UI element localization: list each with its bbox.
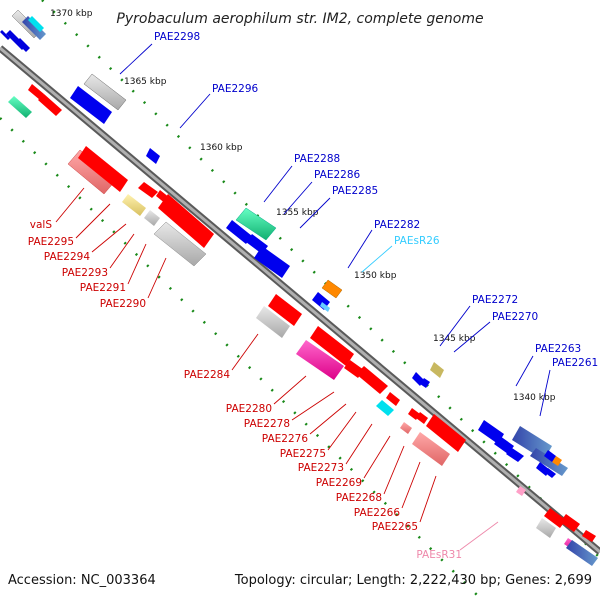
label-pae2285[interactable]: PAE2285 xyxy=(332,185,378,197)
label-pae2280[interactable]: PAE2280 xyxy=(226,403,272,415)
gene-gray-bottom[interactable] xyxy=(536,518,556,538)
gene-khaki-pae2272[interactable] xyxy=(430,362,444,378)
tick-label-1340: 1340 kbp xyxy=(513,393,556,403)
label-pae2295[interactable]: PAE2295 xyxy=(28,236,74,248)
gene-magenta-pae2280[interactable] xyxy=(296,340,344,380)
label-pae2272[interactable]: PAE2272 xyxy=(472,294,518,306)
label-leaders-bottom xyxy=(55,187,437,523)
gene-red-pae2276[interactable] xyxy=(356,366,388,394)
gene-red-pae2284[interactable] xyxy=(268,294,302,326)
label-pae2296[interactable]: PAE2296 xyxy=(212,83,259,95)
label-pae2293[interactable]: PAE2293 xyxy=(62,267,108,279)
label-leaders-bottom-pink xyxy=(459,521,499,551)
label-pae2266[interactable]: PAE2266 xyxy=(354,507,401,519)
gene-blue-pae2263a[interactable] xyxy=(478,420,504,444)
label-pae2294[interactable]: PAE2294 xyxy=(44,251,91,263)
gene-blue-pae2285b[interactable] xyxy=(254,246,290,278)
gene-red-pae2275[interactable] xyxy=(386,392,400,406)
tick-label-1365: 1365 kbp xyxy=(124,77,167,87)
gene-pink-pae2268[interactable] xyxy=(400,422,412,434)
tick-label-1345: 1345 kbp xyxy=(433,334,476,344)
label-pae2275[interactable]: PAE2275 xyxy=(280,448,326,460)
label-paesr26[interactable]: PAEsR26 xyxy=(394,235,440,247)
bottom-gene-labels: valS PAE2295 PAE2294 PAE2293 PAE2291 PAE… xyxy=(28,219,462,561)
label-pae2298[interactable]: PAE2298 xyxy=(154,31,200,43)
label-vals[interactable]: valS xyxy=(30,219,53,231)
gene-red-vals[interactable] xyxy=(78,146,128,192)
label-pae2291[interactable]: PAE2291 xyxy=(80,282,126,294)
gene-blue-pae2261c[interactable] xyxy=(544,468,556,478)
gene-pink-paesr31[interactable] xyxy=(516,486,526,496)
genome-summary-text: Topology: circular; Length: 2,222,430 bp… xyxy=(234,573,592,588)
gene-steel-bottom[interactable] xyxy=(566,540,598,566)
gene-red-pae2266[interactable] xyxy=(426,414,466,452)
gene-orange-pae2282[interactable] xyxy=(321,279,343,299)
reverse-genes xyxy=(8,84,598,566)
accession-text: Accession: NC_003364 xyxy=(8,573,156,588)
gene-blue-pae2263b[interactable] xyxy=(494,436,514,454)
label-paesr31[interactable]: PAEsR31 xyxy=(416,549,462,561)
gene-gray-pae2284[interactable] xyxy=(256,306,290,338)
map-title: Pyrobaculum aerophilum str. IM2, complet… xyxy=(116,11,483,27)
tick-dots-outer xyxy=(41,0,600,559)
gene-red-bottom-1[interactable] xyxy=(544,508,566,528)
gene-red-pae2294c[interactable] xyxy=(158,194,214,248)
label-leaders-top-cyan xyxy=(361,245,393,273)
gene-red-left-2[interactable] xyxy=(38,94,62,116)
gene-blue-1[interactable] xyxy=(0,30,10,40)
gene-red-bottom-2[interactable] xyxy=(560,514,580,532)
gene-blue-pae2296[interactable] xyxy=(146,148,160,164)
gene-gray-pae2290[interactable] xyxy=(153,221,207,267)
tick-label-1355: 1355 kbp xyxy=(276,208,319,218)
gene-blue-pae2263c[interactable] xyxy=(506,448,524,462)
gene-blue-pae2298[interactable] xyxy=(70,86,112,124)
label-pae2278[interactable]: PAE2278 xyxy=(244,418,290,430)
gene-steel-topleft[interactable] xyxy=(22,16,46,40)
gene-red-bottom-3[interactable] xyxy=(582,530,596,542)
gene-gray-pae2293[interactable] xyxy=(144,210,160,226)
tick-label-1350: 1350 kbp xyxy=(354,271,397,281)
gene-gray-pae2298[interactable] xyxy=(83,73,127,111)
gene-steel-pae2261[interactable] xyxy=(512,426,552,460)
gene-cyan-pae2275[interactable] xyxy=(376,400,394,416)
label-pae2273[interactable]: PAE2273 xyxy=(298,462,344,474)
gene-blue-pae2261a[interactable] xyxy=(544,450,556,462)
gene-lightblue-paesr26[interactable] xyxy=(320,302,330,312)
tick-label-1370: 1370 kbp xyxy=(50,9,93,19)
gene-pink-pae2265[interactable] xyxy=(412,432,450,466)
gene-green-pae2288[interactable] xyxy=(235,207,277,241)
gene-red-left-1[interactable] xyxy=(28,84,44,100)
label-pae2276[interactable]: PAE2276 xyxy=(262,433,309,445)
label-pae2268[interactable]: PAE2268 xyxy=(336,492,382,504)
gene-red-pae2280[interactable] xyxy=(310,326,354,366)
gene-orange-small[interactable] xyxy=(552,456,562,466)
gene-red-pae2269[interactable] xyxy=(416,412,428,424)
label-pae2261[interactable]: PAE2261 xyxy=(552,357,598,369)
label-pae2282[interactable]: PAE2282 xyxy=(374,219,420,231)
tick-label-1360: 1360 kbp xyxy=(200,143,243,153)
gene-red-pae2294a[interactable] xyxy=(138,182,158,198)
gene-blue-small-2[interactable] xyxy=(420,378,430,388)
gene-blue-3[interactable] xyxy=(16,38,30,52)
kbp-ticks: 1370 kbp 1365 kbp 1360 kbp 1355 kbp 1350… xyxy=(50,9,556,403)
label-pae2284[interactable]: PAE2284 xyxy=(184,369,231,381)
gene-steel-pae2261b[interactable] xyxy=(530,448,568,476)
label-pae2270[interactable]: PAE2270 xyxy=(492,311,538,323)
gene-green-left[interactable] xyxy=(8,96,32,118)
gene-blue-pae2286[interactable] xyxy=(226,220,252,244)
top-gene-labels: PAE2298 PAE2296 PAE2288 PAE2286 PAE2285 … xyxy=(154,31,598,369)
label-leaders-top xyxy=(119,43,551,417)
label-pae2269[interactable]: PAE2269 xyxy=(316,477,362,489)
label-pae2288[interactable]: PAE2288 xyxy=(294,153,340,165)
tick-dots-inner xyxy=(0,117,483,600)
label-pae2286[interactable]: PAE2286 xyxy=(314,169,361,181)
gene-cyan-topleft[interactable] xyxy=(28,16,44,32)
genome-backbone xyxy=(0,45,600,555)
gene-yellow-pae2295[interactable] xyxy=(122,194,146,216)
label-pae2265[interactable]: PAE2265 xyxy=(372,521,418,533)
forward-genes xyxy=(0,9,568,478)
label-pae2263[interactable]: PAE2263 xyxy=(535,343,581,355)
label-pae2290[interactable]: PAE2290 xyxy=(100,298,146,310)
